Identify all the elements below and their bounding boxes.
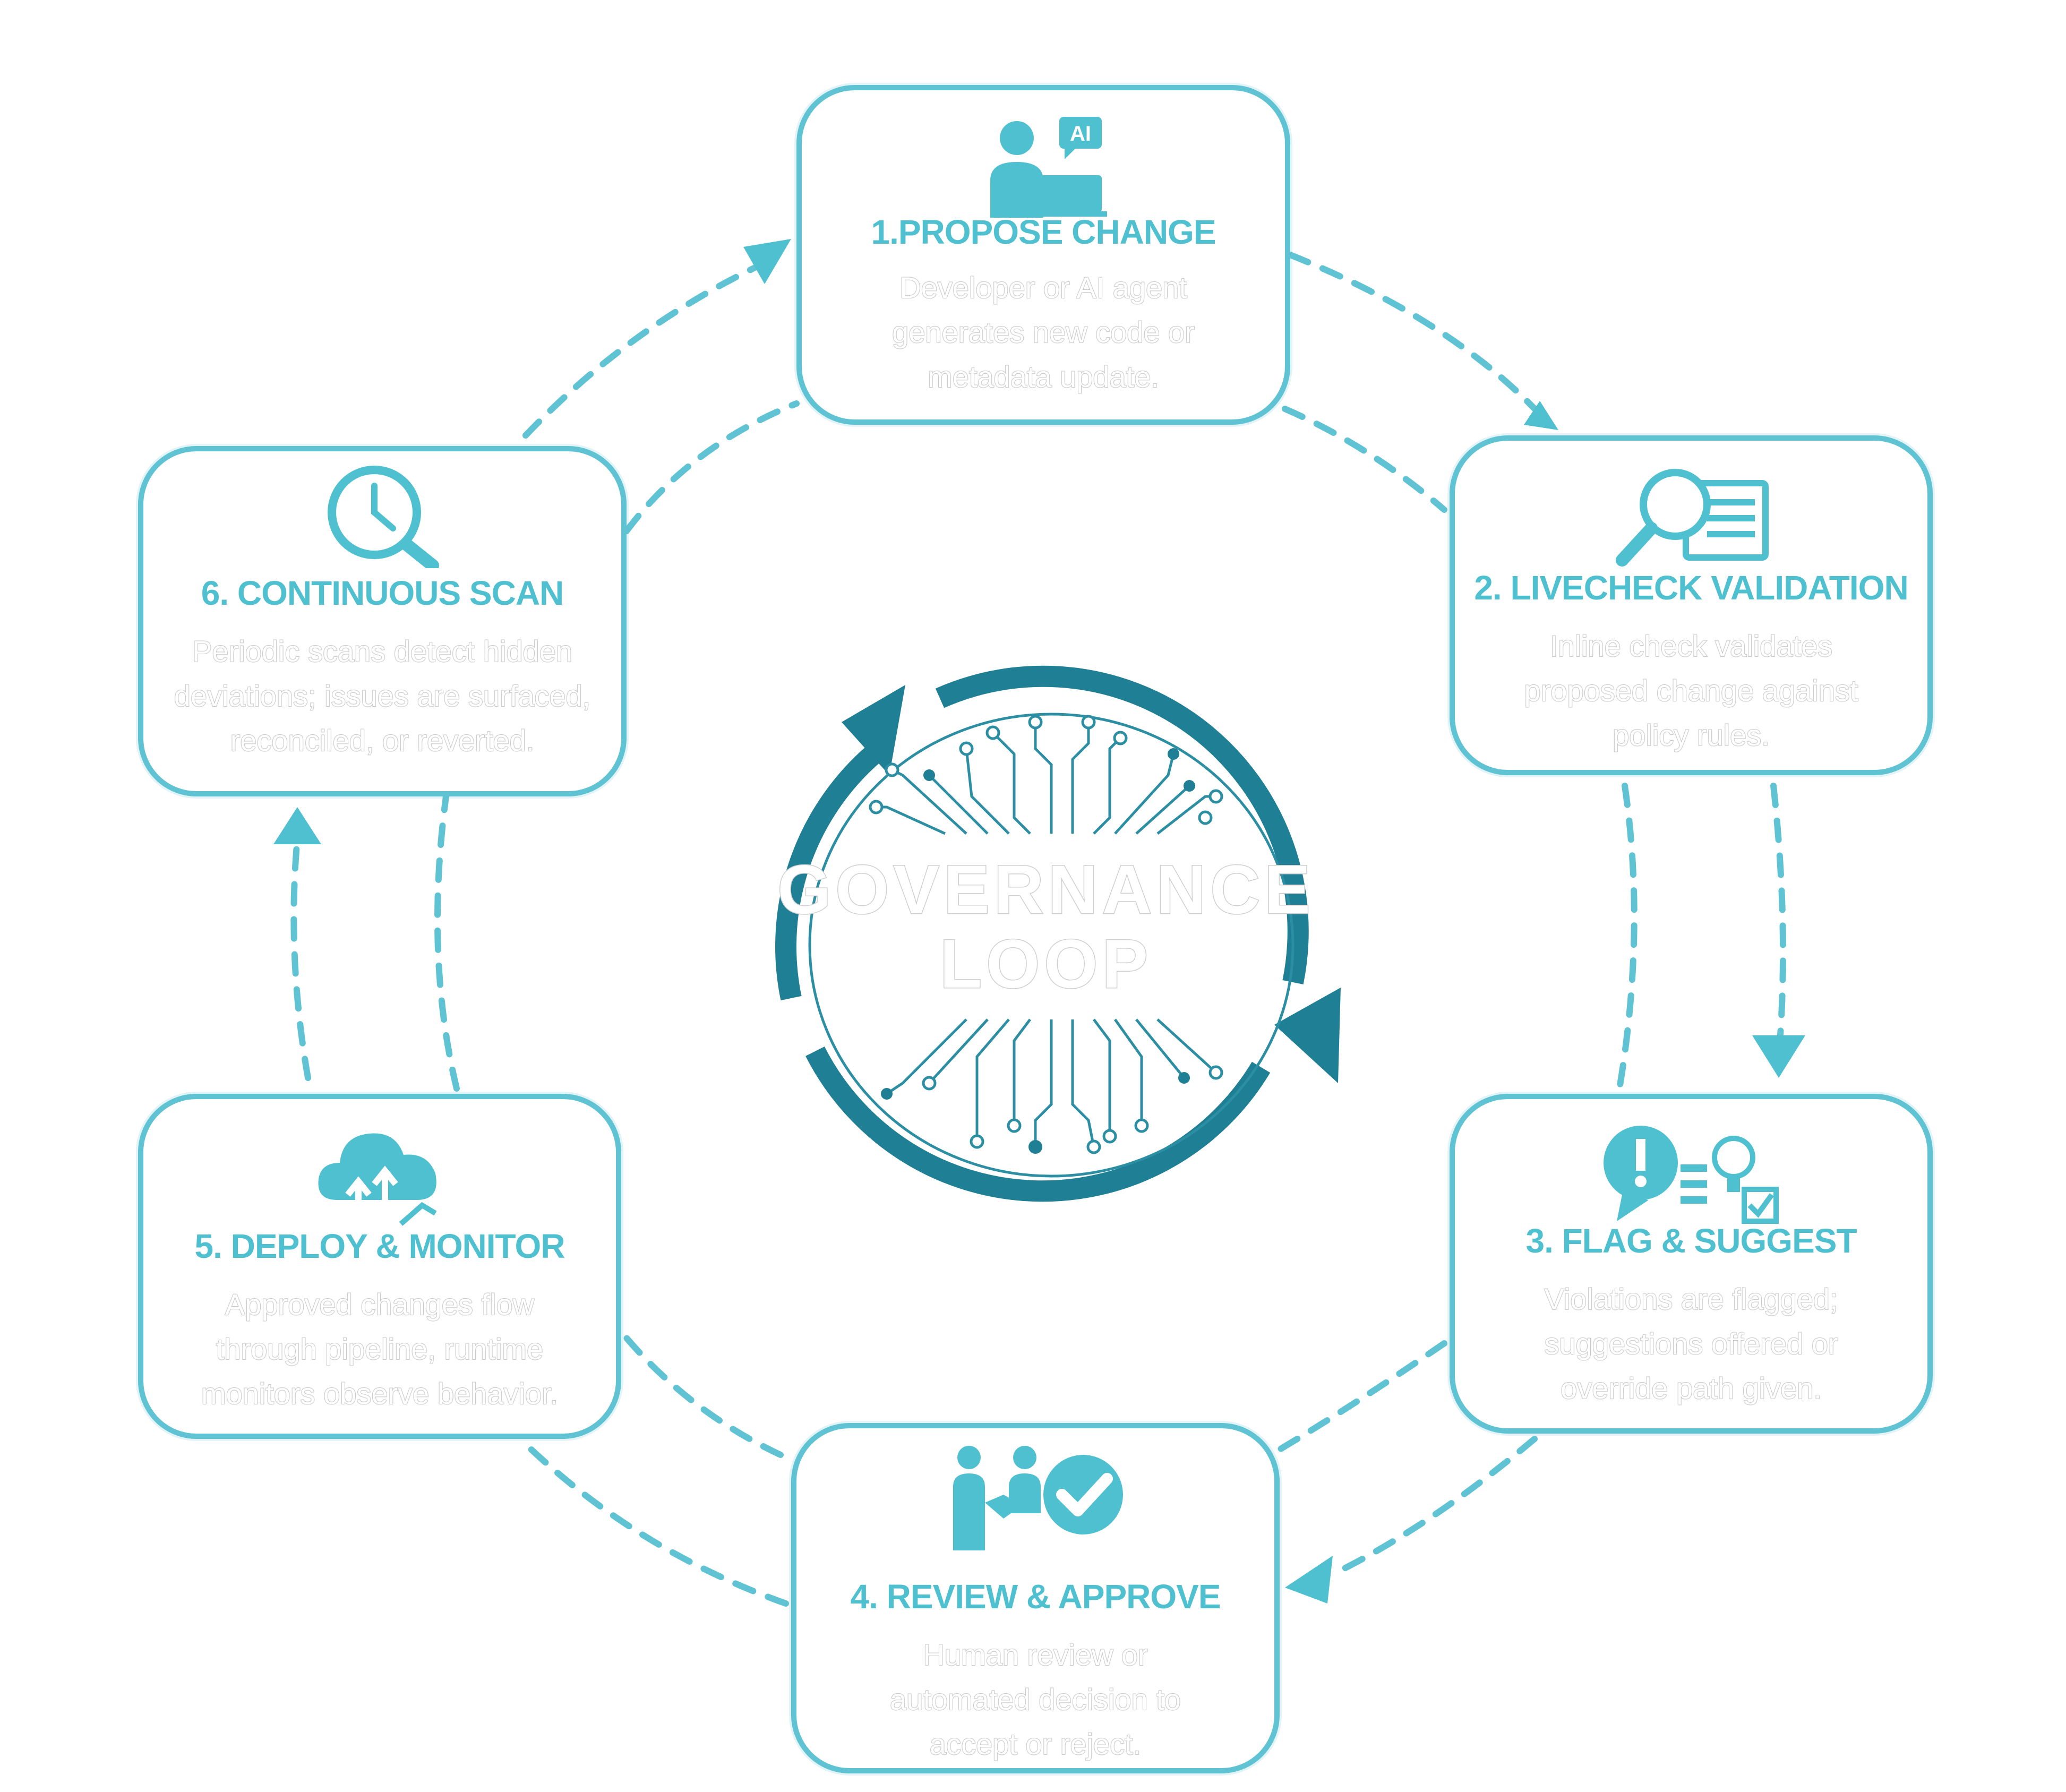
- inner-ellipse: [808, 713, 1295, 1178]
- step-4-description: Human review or automated decision to ac…: [889, 1637, 1181, 1761]
- step-3-title: 3. FLAG & SUGGEST: [1525, 1222, 1857, 1260]
- connector-4-to-5-outer: [522, 1441, 789, 1607]
- arrowhead-to-step-3: [1752, 1035, 1805, 1078]
- step-3-description: Violations are flagged; suggestions offe…: [1544, 1282, 1838, 1405]
- clock-magnifier-icon: [328, 466, 439, 568]
- center-title-line-2: LOOP: [939, 924, 1153, 1004]
- connector-4-to-5-inner: [623, 1335, 784, 1458]
- arrowhead-to-step-6: [273, 807, 321, 844]
- ai-badge-text: AI: [1070, 122, 1091, 145]
- connector-2-to-3-outer: [1770, 783, 1786, 1060]
- developer-ai-laptop-icon: AI: [990, 117, 1107, 218]
- loop-arrowhead-top: [842, 685, 905, 775]
- loop-ring-arc-bottom: [805, 1046, 1271, 1202]
- connector-3-to-4-outer: [1335, 1436, 1538, 1575]
- connector-5-to-6-inner: [434, 793, 460, 1092]
- connector-6-to-1-inner: [623, 400, 800, 534]
- handshake-checkmark-icon: [953, 1446, 1123, 1550]
- step-card-continuous-scan: 6. CONTINUOUS SCAN Periodic scans detect…: [138, 446, 627, 796]
- connector-2-to-3-inner: [1616, 783, 1638, 1092]
- step-card-deploy-monitor: 5. DEPLOY & MONITOR Approved changes flo…: [138, 1094, 621, 1439]
- arrowhead-to-step-2: [1524, 401, 1558, 430]
- step-5-description: Approved changes flow through pipeline, …: [201, 1287, 559, 1411]
- step-card-livecheck-validation: 2. LIVECHECK VALIDATION Inline check val…: [1450, 435, 1933, 775]
- arrowhead-to-step-1: [743, 239, 791, 284]
- step-6-title: 6. CONTINUOUS SCAN: [201, 574, 564, 612]
- connector-5-to-6-outer: [290, 836, 311, 1081]
- step-5-title: 5. DEPLOY & MONITOR: [194, 1227, 565, 1265]
- step-6-description: Periodic scans detect hidden deviations;…: [174, 634, 591, 758]
- center-loop-emblem: [775, 665, 1341, 1202]
- arrowhead-to-step-4: [1285, 1556, 1333, 1604]
- step-card-propose-change: AI 1.PROPOSE CHANGE Developer or AI agen…: [796, 85, 1290, 425]
- step-1-description: Developer or AI agent generates new code…: [891, 270, 1195, 394]
- step-1-title: 1.PROPOSE CHANGE: [871, 213, 1216, 251]
- center-title-line-1: GOVERNANCE: [777, 850, 1315, 929]
- magnifier-document-icon: [1616, 469, 1769, 567]
- loop-arrowhead-right: [1274, 988, 1341, 1083]
- step-4-title: 4. REVIEW & APPROVE: [850, 1577, 1221, 1616]
- step-2-title: 2. LIVECHECK VALIDATION: [1474, 569, 1908, 607]
- step-2-description: Inline check validates proposed change a…: [1524, 629, 1859, 752]
- loop-ring-arc-top: [775, 735, 894, 1001]
- step-card-flag-suggest: 3. FLAG & SUGGEST Violations are flagged…: [1450, 1094, 1933, 1434]
- alert-lightbulb-checklist-icon: [1604, 1126, 1779, 1224]
- connector-3-to-4-inner: [1276, 1340, 1447, 1453]
- connector-1-to-2-outer: [1287, 252, 1543, 417]
- step-card-review-approve: 4. REVIEW & APPROVE Human review or auto…: [791, 1423, 1280, 1773]
- loop-ring-arc-right: [935, 665, 1309, 984]
- connector-1-to-2-inner: [1282, 406, 1447, 513]
- cloud-upload-icon: [318, 1133, 437, 1226]
- connector-6-to-1-outer: [522, 262, 762, 439]
